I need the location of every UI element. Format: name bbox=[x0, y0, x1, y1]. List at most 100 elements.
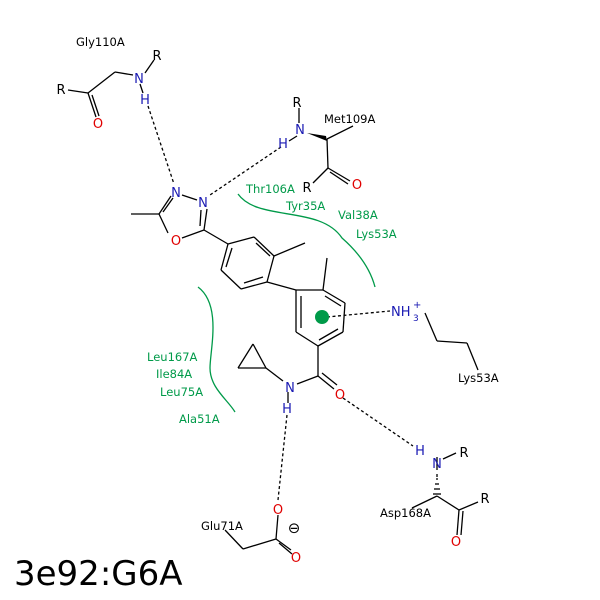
bond bbox=[326, 125, 354, 140]
residue-label-val38: Val38A bbox=[338, 208, 378, 222]
bond bbox=[321, 372, 338, 386]
hydrogen-label: H bbox=[140, 93, 150, 108]
hydrogen-label: H bbox=[278, 137, 288, 152]
bond bbox=[424, 312, 438, 342]
bond bbox=[322, 289, 346, 304]
residue-labels: Gly110A Met109A Thr106A Tyr35A Val38A Ly… bbox=[76, 35, 499, 533]
ammonium-subscript: 3 bbox=[413, 314, 419, 324]
residue-label-ile84: Ile84A bbox=[156, 367, 192, 381]
r-group-label: R bbox=[459, 446, 468, 461]
ammonium-label: NH bbox=[391, 305, 411, 320]
bond bbox=[237, 343, 254, 369]
bond bbox=[181, 194, 198, 201]
bond bbox=[203, 208, 208, 231]
bond bbox=[87, 92, 97, 118]
bond bbox=[317, 375, 335, 390]
bond bbox=[266, 281, 297, 291]
oxygen-label: O bbox=[93, 117, 103, 132]
bond bbox=[243, 276, 264, 284]
hydrophobic-arc-left bbox=[197, 286, 236, 413]
residue-label-glu71: Glu71A bbox=[201, 519, 243, 533]
bond bbox=[318, 328, 339, 341]
oxygen-label: O bbox=[335, 388, 345, 403]
bond bbox=[265, 367, 284, 382]
residue-label-met109: Met109A bbox=[324, 112, 375, 126]
r-group-label: R bbox=[480, 492, 489, 507]
hydrogen-label: H bbox=[415, 444, 425, 459]
bond bbox=[275, 514, 279, 540]
residue-label-leu167: Leu167A bbox=[147, 350, 198, 364]
residue-label-tyr35: Tyr35A bbox=[285, 199, 325, 213]
bond bbox=[442, 452, 457, 460]
oxygen-label: O bbox=[273, 503, 283, 518]
bond bbox=[144, 59, 155, 74]
bond bbox=[327, 167, 351, 182]
bond bbox=[253, 236, 275, 257]
bond bbox=[317, 331, 344, 347]
nitrogen-label: N bbox=[171, 186, 181, 201]
bond bbox=[436, 495, 460, 511]
hydrogen-bonds bbox=[147, 105, 414, 501]
bond bbox=[460, 510, 464, 536]
bonds bbox=[67, 59, 479, 555]
hydrophobic-contacts bbox=[197, 193, 376, 413]
bond bbox=[227, 236, 255, 245]
bond bbox=[329, 171, 349, 185]
r-group-label: R bbox=[292, 96, 301, 111]
bond bbox=[203, 229, 229, 245]
bond bbox=[220, 269, 242, 290]
nitrogen-label: N bbox=[198, 196, 208, 211]
wedge-bond bbox=[307, 133, 327, 141]
bond bbox=[252, 343, 267, 369]
bond bbox=[296, 375, 319, 385]
residue-label-lys53: Lys53A bbox=[458, 371, 499, 385]
oxygen-label: O bbox=[291, 551, 301, 566]
hydrophobic-arc-upper bbox=[237, 193, 376, 288]
r-group-label: R bbox=[56, 83, 65, 98]
bond bbox=[199, 209, 202, 227]
r-group-label: R bbox=[152, 49, 161, 64]
hbond-glu71 bbox=[277, 414, 288, 501]
bond bbox=[273, 242, 306, 257]
oxygen-label: O bbox=[352, 178, 362, 193]
oxygen-label: O bbox=[451, 535, 461, 550]
bond bbox=[326, 138, 329, 169]
bond bbox=[288, 135, 298, 142]
bond bbox=[255, 242, 271, 257]
oxygen-label: O bbox=[171, 234, 181, 249]
nitrogen-label: N bbox=[295, 123, 305, 138]
bond bbox=[181, 229, 205, 239]
nitrogen-label: N bbox=[285, 381, 295, 396]
hydrogen-label: H bbox=[282, 402, 292, 417]
negative-charge-symbol: ⊖ bbox=[288, 519, 301, 537]
nitrogen-label: N bbox=[134, 72, 144, 87]
residue-label-lys53-contact: Lys53A bbox=[356, 227, 397, 241]
residue-label-leu75: Leu75A bbox=[160, 385, 203, 399]
bond bbox=[220, 243, 229, 271]
bond bbox=[87, 71, 116, 94]
bond bbox=[456, 509, 460, 536]
bond bbox=[224, 529, 244, 550]
bond bbox=[458, 501, 479, 511]
bond bbox=[411, 495, 438, 509]
ammonium-charge: + bbox=[413, 300, 421, 311]
bond bbox=[436, 340, 468, 344]
bond bbox=[139, 83, 144, 94]
bond bbox=[295, 331, 319, 347]
bond bbox=[266, 255, 275, 283]
aromatic-ring-center bbox=[315, 310, 329, 324]
residue-label-gly110: Gly110A bbox=[76, 35, 125, 49]
residue-label-asp168: Asp168A bbox=[380, 506, 431, 520]
bond bbox=[225, 247, 233, 268]
bond bbox=[242, 538, 277, 550]
bond bbox=[114, 71, 134, 76]
bond bbox=[91, 94, 100, 117]
bond bbox=[162, 197, 174, 213]
bond bbox=[240, 281, 268, 290]
diagram-title: 3e92:G6A bbox=[14, 554, 183, 594]
residue-label-thr106: Thr106A bbox=[245, 182, 295, 196]
hbond-asp168 bbox=[342, 397, 414, 447]
residue-label-ala51: Ala51A bbox=[179, 412, 220, 426]
